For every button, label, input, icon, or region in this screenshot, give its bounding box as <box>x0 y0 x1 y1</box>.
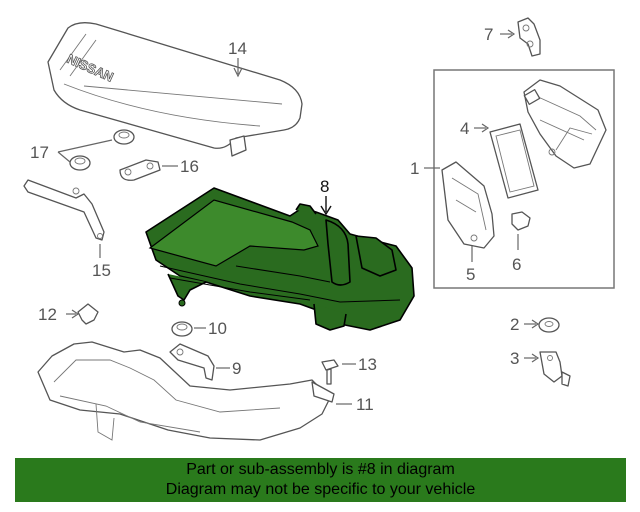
part-11-air-duct[interactable] <box>37 341 335 441</box>
callout-13[interactable]: 13 <box>358 355 377 374</box>
part-4-filter-element[interactable] <box>489 123 539 199</box>
callout-8[interactable]: 8 <box>320 177 329 196</box>
part-10-grommet[interactable] <box>171 321 193 337</box>
assembly-1-frame <box>433 69 615 289</box>
part-17-grommets[interactable] <box>69 129 135 171</box>
callout-1[interactable]: 1 <box>410 159 419 178</box>
part-6-clip[interactable] <box>511 211 531 231</box>
part-14-engine-cover[interactable]: NISSAN <box>47 22 303 157</box>
part-12-clip[interactable] <box>77 303 99 325</box>
callout-7[interactable]: 7 <box>484 25 493 44</box>
callout-4[interactable]: 4 <box>460 119 469 138</box>
callout-17[interactable]: 17 <box>30 143 49 162</box>
callout-6[interactable]: 6 <box>512 255 521 274</box>
callout-3[interactable]: 3 <box>510 349 519 368</box>
part-9-bracket[interactable] <box>169 343 215 381</box>
callout-16[interactable]: 16 <box>180 157 199 176</box>
part-5-lower-housing[interactable] <box>441 161 495 249</box>
part-13-bolt[interactable] <box>321 359 339 385</box>
part-8-air-cleaner-box[interactable] <box>145 187 415 331</box>
part-2-washer[interactable] <box>538 317 560 333</box>
notice-line-2: Diagram may not be specific to your vehi… <box>165 481 476 498</box>
callout-15[interactable]: 15 <box>92 261 111 280</box>
callout-2[interactable]: 2 <box>510 315 519 334</box>
callout-10[interactable]: 10 <box>208 319 227 338</box>
part-7-bracket[interactable] <box>517 17 541 57</box>
callout-9[interactable]: 9 <box>232 359 241 378</box>
part-3-mount[interactable] <box>539 351 571 387</box>
callout-14[interactable]: 14 <box>228 39 247 58</box>
callout-11[interactable]: 11 <box>356 395 374 414</box>
part-upper-housing[interactable] <box>523 79 607 169</box>
parts-diagram: NISSAN 14 17 16 15 8 <box>23 17 615 441</box>
callout-12[interactable]: 12 <box>38 305 57 324</box>
part-15-bracket[interactable] <box>23 179 105 241</box>
callout-5[interactable]: 5 <box>466 265 475 284</box>
part-notice-banner: Part or sub-assembly is #8 in diagram Di… <box>15 458 626 502</box>
part-16-bracket[interactable] <box>119 159 161 181</box>
notice-line-1: Part or sub-assembly is #8 in diagram <box>186 461 455 478</box>
